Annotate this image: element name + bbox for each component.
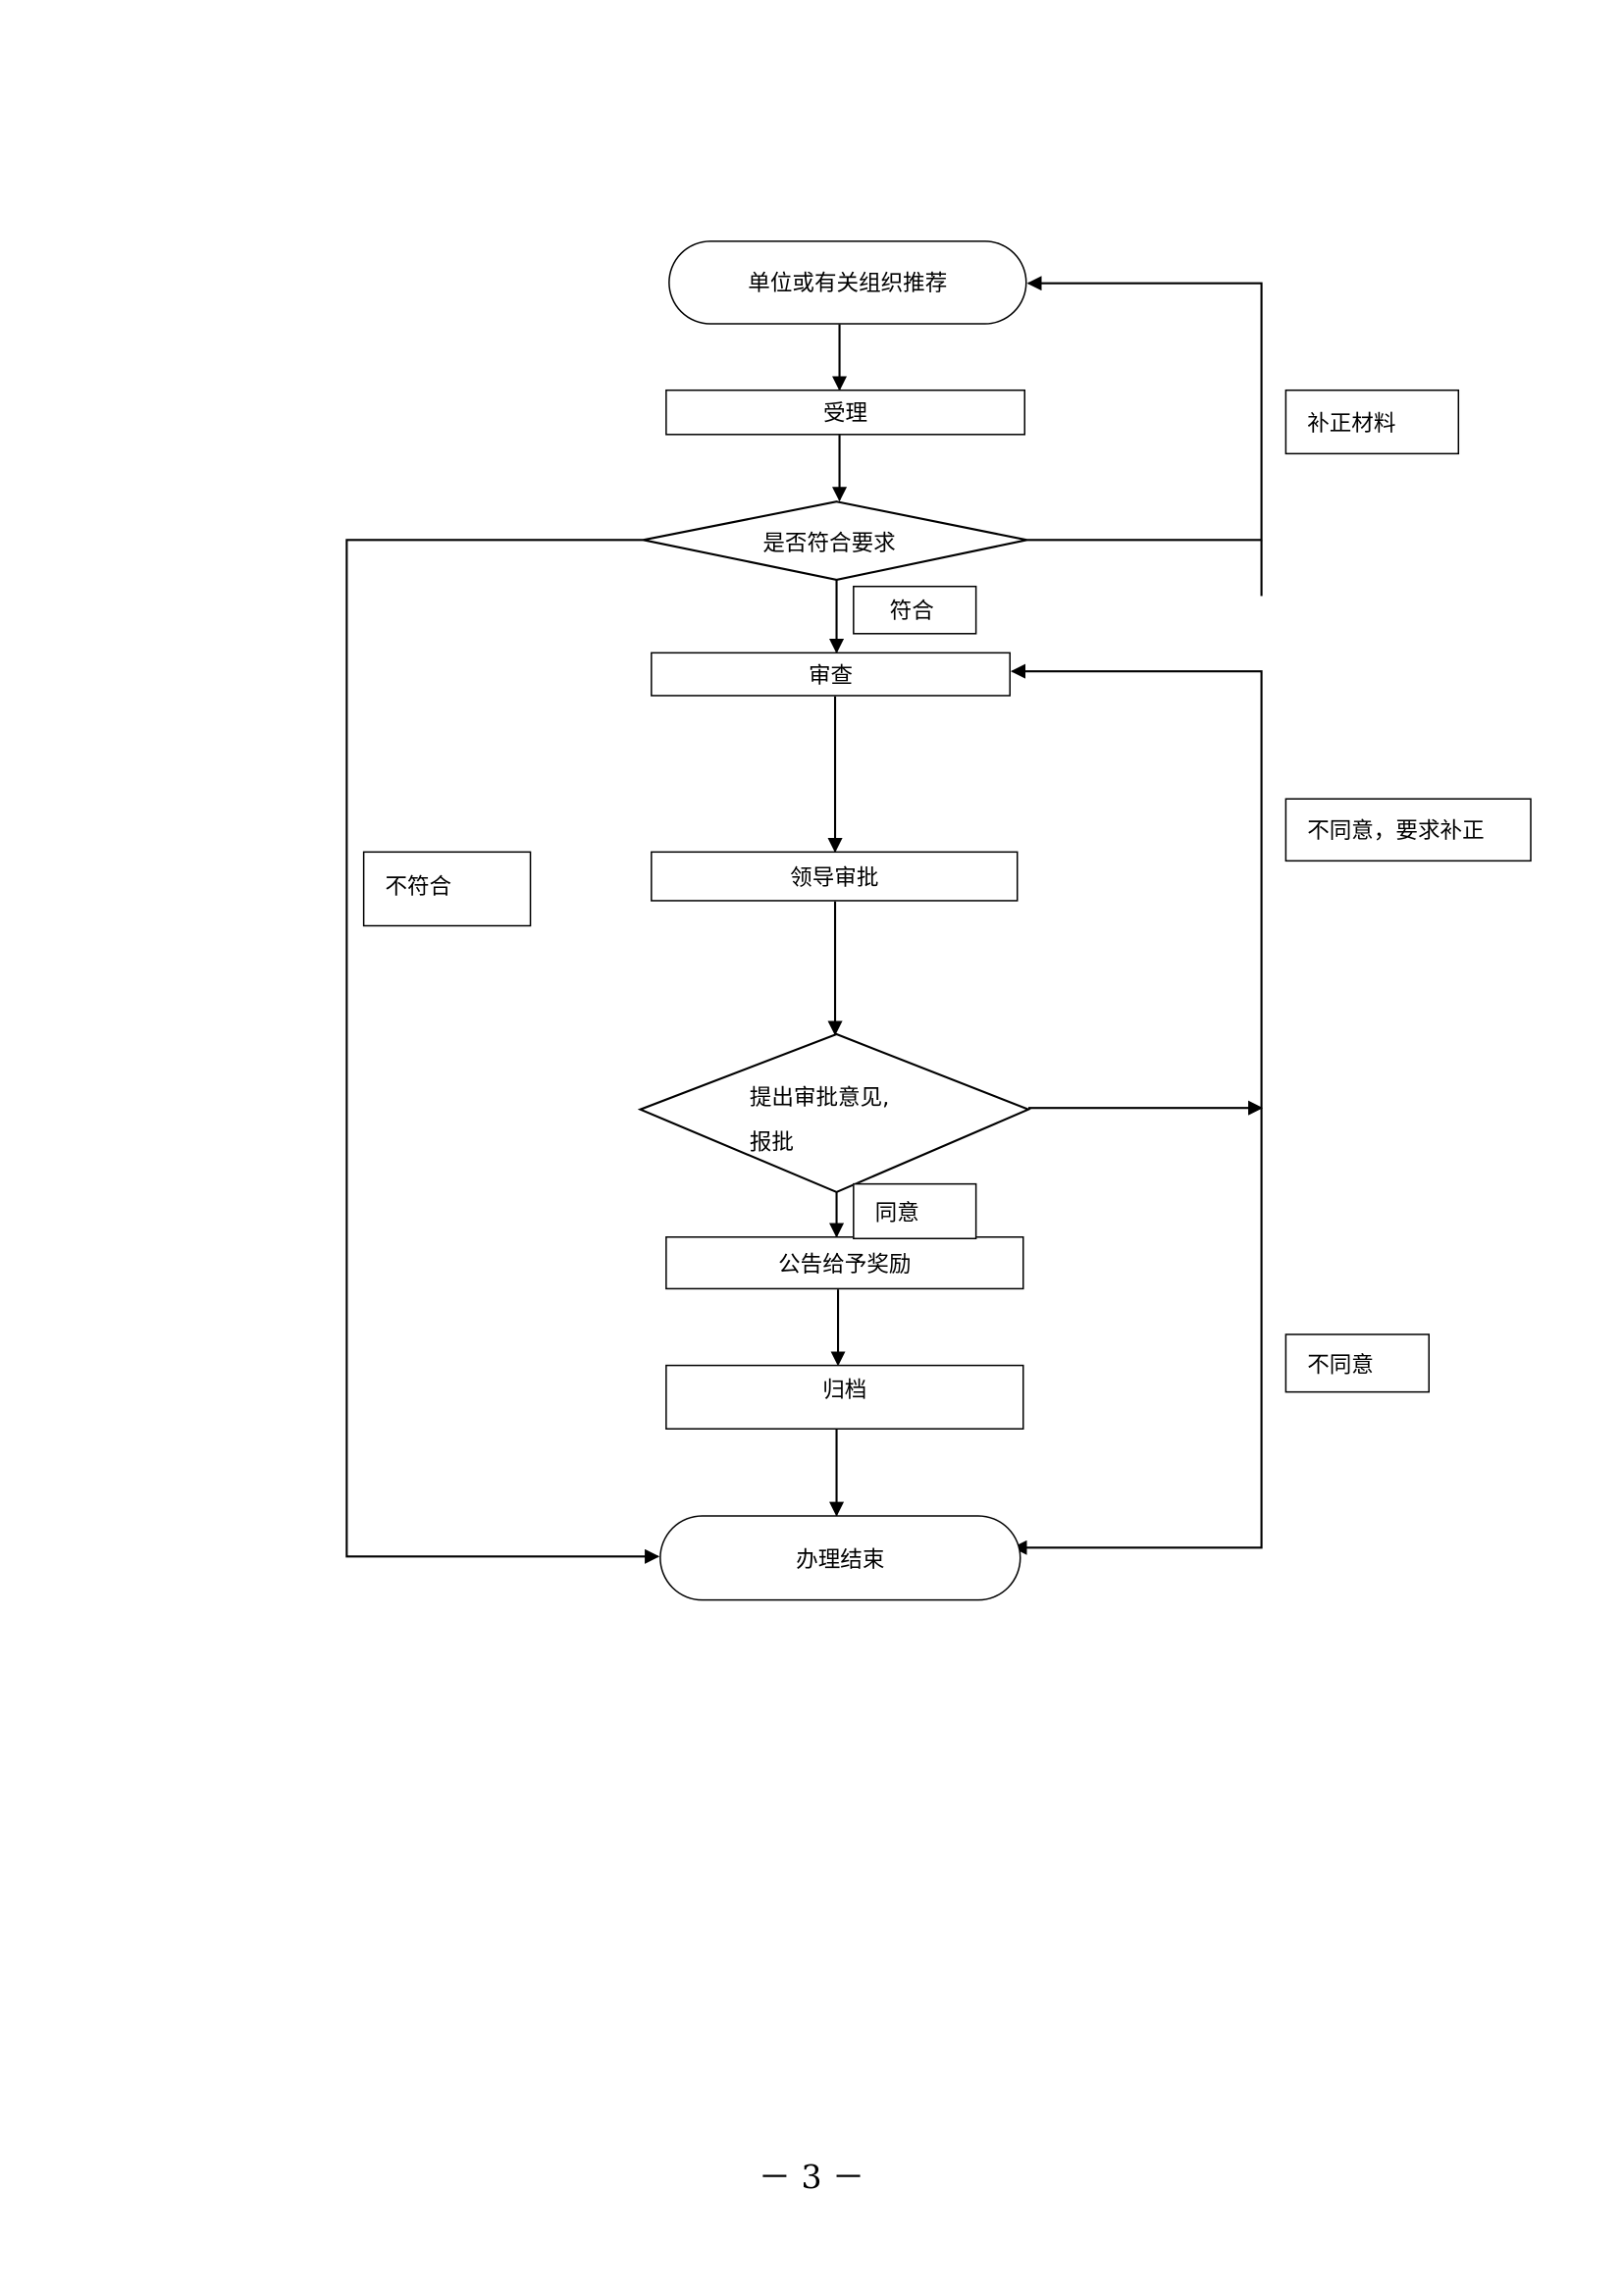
review-node-label: 审查 [808,661,854,689]
label-agree-text: 同意 [874,1198,919,1226]
label-disagree-text: 不同意 [1307,1350,1374,1378]
start-node: 单位或有关组织推荐 [668,240,1027,325]
archive-node: 归档 [665,1364,1024,1430]
start-node-label: 单位或有关组织推荐 [748,270,948,297]
loop-disagree-supplement [1010,663,1263,1109]
approval-decision-label-1: 提出审批意见, [749,1084,890,1112]
accept-node: 受理 [665,389,1026,436]
label-supplement: 补正材料 [1284,389,1460,455]
decision-check-shape [643,500,1027,581]
approval-decision-label-2: 报批 [749,1128,794,1156]
end-node-label: 办理结束 [796,1545,885,1573]
check-decision-label: 是否符合要求 [762,529,896,556]
label-not-meets-text: 不符合 [385,873,452,901]
label-disagree-supplement-text: 不同意，要求补正 [1307,816,1485,845]
label-meets: 符合 [853,585,977,635]
leader-approval-node: 领导审批 [651,851,1019,902]
review-node: 审查 [651,652,1011,697]
announce-node: 公告给予奖励 [665,1236,1024,1290]
label-agree: 同意 [853,1182,977,1240]
label-supplement-text: 补正材料 [1307,409,1396,437]
label-meets-text: 符合 [889,597,934,625]
loop-supplement [1026,276,1263,542]
announce-node-label: 公告给予奖励 [778,1250,912,1278]
leader-approval-label: 领导审批 [790,863,879,891]
accept-node-label: 受理 [822,399,868,427]
label-disagree: 不同意 [1284,1333,1430,1393]
label-not-meets: 不符合 [362,851,532,927]
decision-approval-shape [637,1032,1031,1194]
path-disagree [1012,1108,1263,1555]
label-disagree-supplement: 不同意，要求补正 [1284,798,1532,862]
end-node: 办理结束 [659,1515,1021,1601]
path-not-meets [345,539,660,1564]
page-number: － 3 － [758,2160,865,2197]
archive-node-label: 归档 [822,1376,867,1403]
